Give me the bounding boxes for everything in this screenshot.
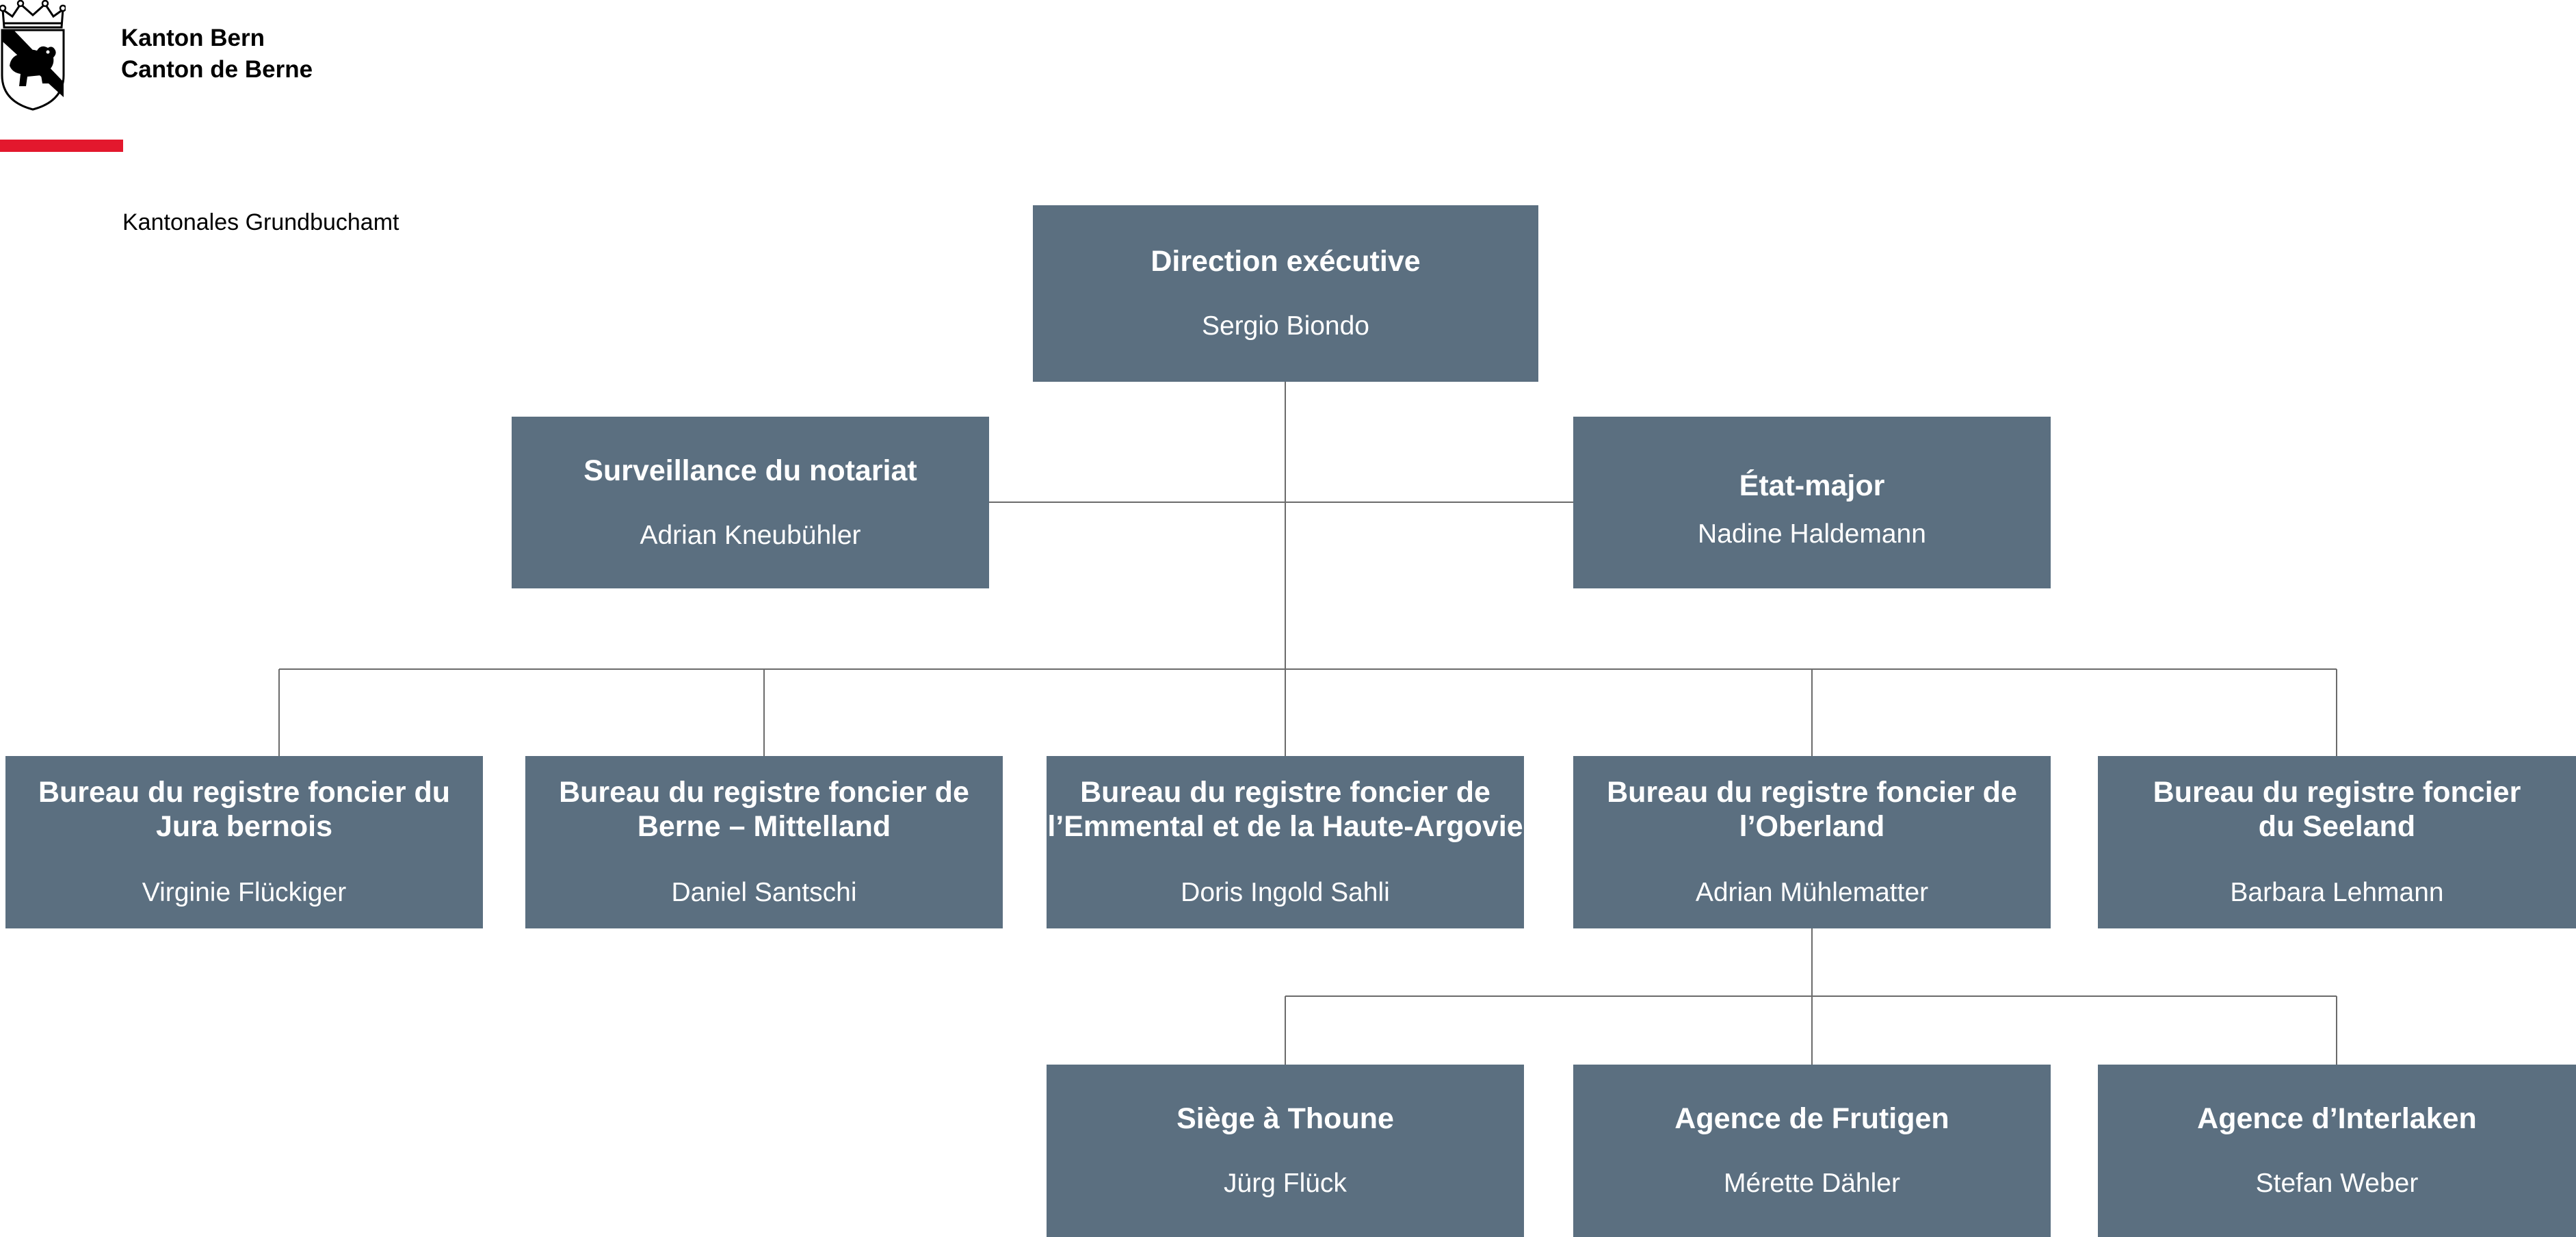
org-box-title-line: Bureau du registre foncier de [1607,776,2017,809]
org-box-person: Jürg Flück [1224,1169,1347,1198]
org-box-person: Adrian Mühlematter [1695,878,1929,907]
canton-name-french: Canton de Berne [121,56,313,83]
org-box-title: Bureau du registre foncier du Seeland [2153,775,2521,844]
org-box-title: État-major [1739,469,1885,502]
org-box-title-line: Jura bernois [155,810,333,843]
org-box-title-line: l’Oberland [1739,810,1885,843]
org-box-title: Siège à Thoune [1177,1102,1394,1135]
org-box-direction: Direction exécutive Sergio Biondo [1033,205,1538,382]
org-box-title-line: du Seeland [2258,810,2416,843]
org-box-title: Agence d’Interlaken [2197,1102,2477,1135]
org-box-office-mittelland: Bureau du registre foncier de Berne – Mi… [525,756,1003,928]
org-box-stab: État-major Nadine Haldemann [1573,417,2051,588]
org-box-agency-interlaken: Agence d’Interlaken Stefan Weber [2098,1065,2576,1237]
org-box-person: Stefan Weber [2255,1169,2419,1198]
org-box-person: Doris Ingold Sahli [1181,878,1390,907]
org-box-office-oberland: Bureau du registre foncier de l’Oberland… [1573,756,2051,928]
org-box-person: Adrian Kneubühler [640,520,861,550]
org-box-title: Surveillance du notariat [583,454,917,487]
org-box-title-line: Bureau du registre foncier du [38,776,451,809]
org-box-title: Bureau du registre foncier de l’Emmental… [1047,775,1523,844]
org-box-person: Mérette Dähler [1724,1169,1900,1198]
org-box-office-seeland: Bureau du registre foncier du Seeland Ba… [2098,756,2576,928]
org-box-title: Agence de Frutigen [1674,1102,1949,1135]
org-box-title: Direction exécutive [1151,245,1421,278]
org-box-title: Bureau du registre foncier de l’Oberland [1607,775,2017,844]
bern-coat-of-arms-logo [0,0,66,111]
org-box-title: Bureau du registre foncier de Berne – Mi… [559,775,969,844]
canton-name: Kanton Bern Canton de Berne [121,23,313,86]
office-name: Kantonales Grundbuchamt [122,209,399,235]
org-box-person: Sergio Biondo [1201,311,1369,341]
org-box-notariat: Surveillance du notariat Adrian Kneubühl… [512,417,989,588]
org-box-person: Nadine Haldemann [1698,519,1926,549]
canton-name-german: Kanton Bern [121,25,265,51]
org-box-agency-thun: Siège à Thoune Jürg Flück [1047,1065,1524,1237]
org-box-office-jura: Bureau du registre foncier du Jura berno… [5,756,483,928]
org-box-title-line: Bureau du registre foncier de [559,776,969,809]
org-box-title-line: l’Emmental et de la Haute-Argovie [1047,810,1523,843]
org-box-person: Daniel Santschi [671,878,857,907]
org-box-person: Virginie Flückiger [142,878,347,907]
org-box-title-line: Bureau du registre foncier de [1080,776,1490,809]
org-box-office-emmental: Bureau du registre foncier de l’Emmental… [1047,756,1524,928]
accent-bar [0,140,123,152]
org-box-title: Bureau du registre foncier du Jura berno… [38,775,450,844]
org-box-title-line: Bureau du registre foncier [2153,776,2521,809]
org-box-agency-frutigen: Agence de Frutigen Mérette Dähler [1573,1065,2051,1237]
org-box-title-line: Berne – Mittelland [637,810,891,843]
org-box-person: Barbara Lehmann [2230,878,2444,907]
